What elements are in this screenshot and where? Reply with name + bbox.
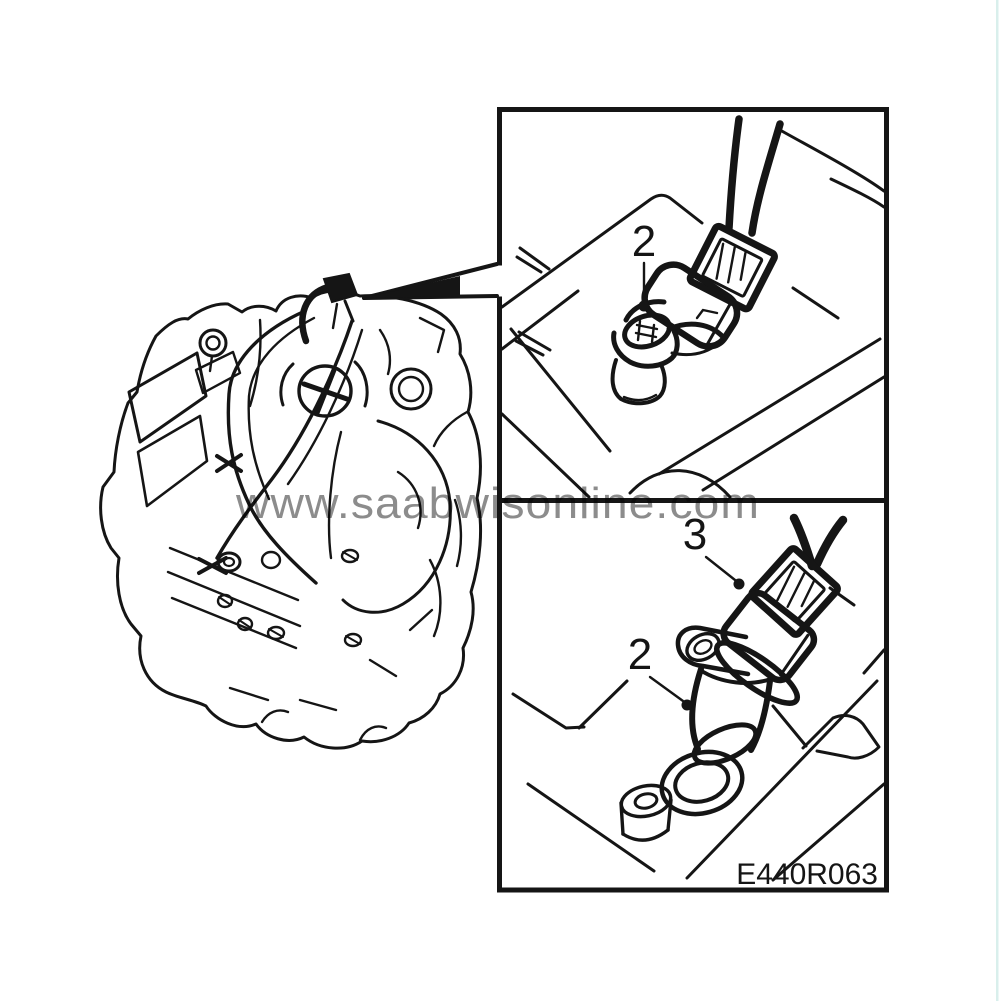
seal-ring [659, 749, 745, 817]
bottom-detail-view: 3 2 E440R063 [511, 510, 886, 891]
spacer-bushing [619, 783, 673, 842]
speed-sensor-on-unit [299, 272, 359, 345]
leader-dot [733, 578, 745, 590]
leader-line [648, 675, 685, 703]
scan-edge-artifact [996, 0, 999, 1001]
pointer-wedge [362, 262, 499, 300]
leader-dot [681, 699, 693, 711]
callout-label-2-bottom: 2 [628, 630, 652, 679]
speed-sensor-removed [675, 513, 848, 766]
callout-label-3: 3 [683, 510, 707, 559]
sensor-connector [686, 222, 778, 313]
figure-code: E440R063 [736, 858, 878, 891]
leader-dot [638, 300, 650, 312]
leader-line [704, 555, 737, 582]
watermark: www.saabwisonline.com [235, 479, 760, 528]
callout-label-2-top: 2 [632, 217, 656, 266]
transmission-drawing [99, 272, 483, 750]
speed-sensor-installed [610, 115, 784, 406]
top-detail-view: 2 [500, 115, 886, 499]
detail-panel-frame [497, 107, 889, 893]
